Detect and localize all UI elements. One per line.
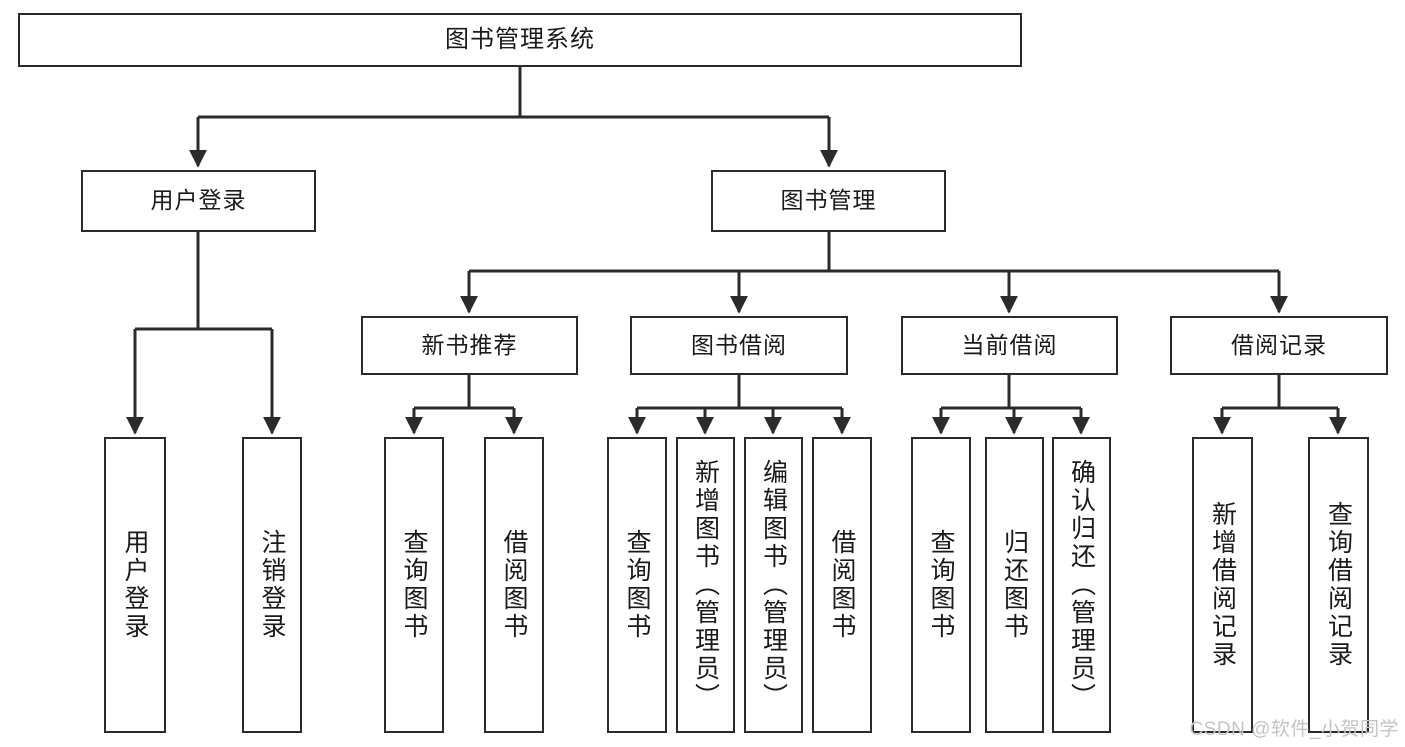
node-label: 新增借阅记录 [1208, 501, 1237, 669]
leaf-borrow-book-newbook[interactable]: 借阅图书 [484, 437, 544, 733]
node-label: 图书管理系统 [445, 25, 595, 53]
node-label: 查询图书 [927, 529, 955, 641]
node-label: 注销登录 [258, 529, 286, 641]
node-label: 确认归还（管理员） [1067, 459, 1096, 711]
leaf-query-book-newbook[interactable]: 查询图书 [384, 437, 444, 733]
leaf-query-book-current[interactable]: 查询图书 [911, 437, 971, 733]
node-label: 图书管理 [780, 187, 877, 214]
node-label: 查询图书 [400, 529, 428, 641]
node-book-management[interactable]: 图书管理 [711, 170, 946, 232]
leaf-borrow-book[interactable]: 借阅图书 [812, 437, 872, 733]
node-user-login[interactable]: 用户登录 [81, 170, 316, 232]
node-label: 借阅图书 [828, 529, 856, 641]
leaf-logout-login[interactable]: 注销登录 [242, 437, 302, 733]
node-label: 用户登录 [121, 529, 149, 641]
leaf-query-book-borrow[interactable]: 查询图书 [607, 437, 667, 733]
node-label: 新增图书（管理员） [691, 459, 720, 711]
leaf-add-borrow-record[interactable]: 新增借阅记录 [1192, 437, 1253, 733]
leaf-add-book-admin[interactable]: 新增图书（管理员） [676, 437, 735, 733]
leaf-edit-book-admin[interactable]: 编辑图书（管理员） [744, 437, 803, 733]
node-label: 归还图书 [1000, 529, 1029, 641]
leaf-user-login[interactable]: 用户登录 [104, 437, 166, 733]
leaf-return-book[interactable]: 归还图书 [985, 437, 1044, 733]
node-label: 借阅图书 [500, 529, 528, 641]
leaf-confirm-return-admin[interactable]: 确认归还（管理员） [1052, 437, 1111, 733]
node-book-borrow[interactable]: 图书借阅 [630, 316, 848, 375]
node-label: 新书推荐 [421, 331, 518, 358]
node-label: 借阅记录 [1231, 331, 1327, 358]
node-label: 查询图书 [623, 529, 651, 641]
leaf-query-borrow-record[interactable]: 查询借阅记录 [1308, 437, 1369, 733]
node-borrow-record[interactable]: 借阅记录 [1170, 316, 1388, 375]
node-root-system[interactable]: 图书管理系统 [18, 13, 1022, 67]
csdn-watermark: CSDN @软件_小贺同学 [1189, 719, 1399, 740]
node-label: 编辑图书（管理员） [759, 459, 788, 711]
node-label: 图书借阅 [691, 331, 787, 358]
node-current-borrow[interactable]: 当前借阅 [901, 316, 1118, 375]
node-label: 用户登录 [150, 187, 247, 214]
node-new-book-recommend[interactable]: 新书推荐 [361, 316, 578, 375]
node-label: 当前借阅 [961, 331, 1058, 358]
node-label: 查询借阅记录 [1324, 501, 1353, 669]
